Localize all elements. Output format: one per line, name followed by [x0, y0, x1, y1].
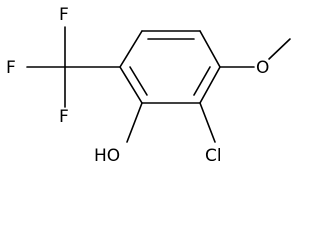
ring-bond-c3-c4 [199, 66, 221, 104]
ring-double-bond-left [129, 66, 148, 96]
atom-label-oxygen: O [256, 58, 269, 78]
atom-label-f-top: F [59, 5, 69, 25]
atom-label-f-left: F [6, 58, 16, 78]
bond-o-to-methyl [268, 38, 291, 60]
ring-bond-c5-c6 [119, 66, 143, 104]
bond-ring-to-cl [199, 102, 216, 143]
bond-ring-to-oh [126, 102, 143, 143]
atom-label-chlorine: Cl [205, 146, 222, 166]
ring-bond-c6-c1 [119, 30, 143, 68]
ring-double-bond-right [193, 66, 211, 96]
molecule-diagram: F F F O HO Cl [6, 5, 291, 166]
atom-label-f-bottom: F [59, 107, 69, 127]
atom-label-hydroxyl: HO [94, 146, 120, 166]
ring-bond-c2-c3 [199, 30, 221, 68]
structure-canvas: F F F O HO Cl [6, 5, 291, 166]
